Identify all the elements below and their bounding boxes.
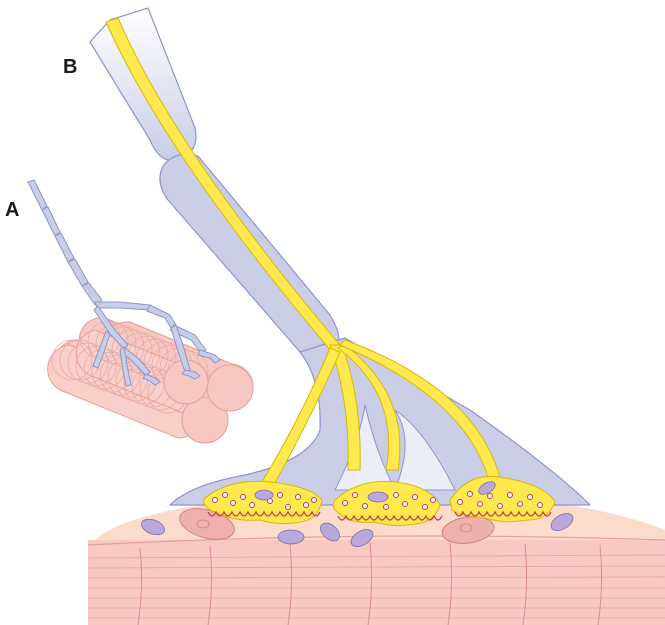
panel-b-illustration — [88, 8, 665, 625]
panel-label-b: B — [63, 57, 77, 77]
panel-label-a: A — [5, 200, 19, 220]
